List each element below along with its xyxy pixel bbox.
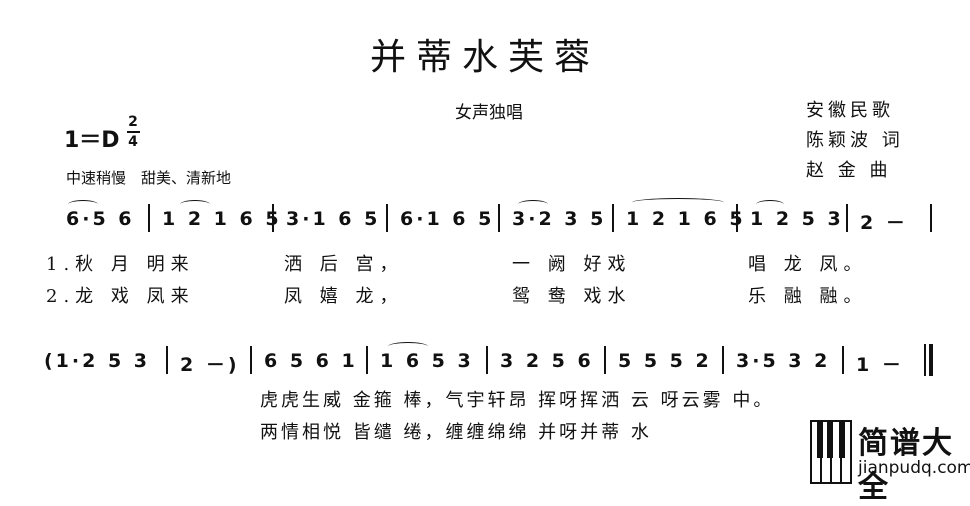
measure-3: 3·1 6 5 xyxy=(286,208,381,230)
measure-2: 1 2 1 6 5 xyxy=(162,208,282,230)
slur xyxy=(388,342,428,351)
measure-4: 6·1 6 5 xyxy=(400,208,495,230)
measure-8: 2 － xyxy=(860,212,908,234)
lyric-verse1-d: 唱 龙 凤。 xyxy=(748,254,868,275)
bar-line xyxy=(736,204,738,232)
lyric-verse1-b: 洒 后 宫， xyxy=(284,254,404,275)
bar-line xyxy=(366,346,368,374)
measure-14: 5 5 5 2 xyxy=(618,350,712,372)
slur xyxy=(68,200,98,209)
lyric-verse2-b: 凤 嬉 龙， xyxy=(284,286,404,307)
measure-15: 3·5 3 2 xyxy=(736,350,831,372)
time-signature-top: 2 xyxy=(128,114,138,130)
measure-11: 6 5 6 1 xyxy=(264,350,358,372)
measure-10: 2 －) xyxy=(180,354,240,376)
slur xyxy=(632,198,724,207)
measure-13: 3 2 5 6 xyxy=(500,350,594,372)
tempo-marking: 中速稍慢 甜美、清新地 xyxy=(66,169,232,187)
lyric-verse2-d: 乐 融 融。 xyxy=(748,286,868,307)
bar-line xyxy=(386,204,388,232)
bar-line xyxy=(486,346,488,374)
lyric-line2-verse1: 虎虎生威 金箍 棒，气宇轩昂 挥呀挥洒 云 呀云雾 中。 xyxy=(260,390,775,411)
bar-line xyxy=(250,346,252,374)
measure-5: 3·2 3 5 xyxy=(512,208,607,230)
measure-6: 1 2 1 6 5 xyxy=(626,208,746,230)
measure-7: 1 2 5 3 xyxy=(750,208,844,230)
piano-keys-icon xyxy=(810,420,852,484)
lyric-verse1-a: 1.秋 月 明来 xyxy=(46,254,195,275)
bar-line xyxy=(604,346,606,374)
credit-lyricist: 陈颖波 词 xyxy=(806,130,904,151)
final-bar-thin xyxy=(924,344,926,376)
watermark: 简谱大全 jianpudq.com xyxy=(810,412,970,505)
bar-line xyxy=(930,204,932,232)
credit-origin: 安徽民歌 xyxy=(806,100,894,121)
time-signature-bottom: 4 xyxy=(128,134,138,150)
measure-1: 6·5 6 xyxy=(66,208,135,230)
measure-9: (1·2 5 3 xyxy=(44,350,151,372)
watermark-url: jianpudq.com xyxy=(858,458,970,478)
lyric-verse2-c: 鸳 鸯 戏水 xyxy=(512,286,632,307)
bar-line xyxy=(846,204,848,232)
slur xyxy=(180,200,210,209)
bar-line xyxy=(166,346,168,374)
bar-line xyxy=(148,204,150,232)
measure-16: 1 － xyxy=(856,354,904,376)
bar-line xyxy=(498,204,500,232)
slur xyxy=(756,200,784,209)
bar-line xyxy=(272,204,274,232)
slur xyxy=(518,200,548,209)
lyric-verse2-a: 2.龙 戏 凤来 xyxy=(46,286,195,307)
measure-12: 1 6 5 3 xyxy=(380,350,474,372)
lyric-line2-verse2: 两情相悦 皆缱 绻，缠缠绵绵 并呀并蒂 水 xyxy=(260,422,652,443)
bar-line xyxy=(842,346,844,374)
key-signature: 1＝D xyxy=(64,128,120,153)
credit-composer: 赵 金 曲 xyxy=(806,160,892,181)
performance-type: 女声独唱 xyxy=(455,103,523,123)
final-bar-thick xyxy=(929,344,933,376)
song-title: 并蒂水芙蓉 xyxy=(369,37,600,78)
bar-line xyxy=(612,204,614,232)
time-signature-line xyxy=(127,131,140,133)
bar-line xyxy=(722,346,724,374)
lyric-verse1-c: 一 阙 好戏 xyxy=(512,254,632,275)
